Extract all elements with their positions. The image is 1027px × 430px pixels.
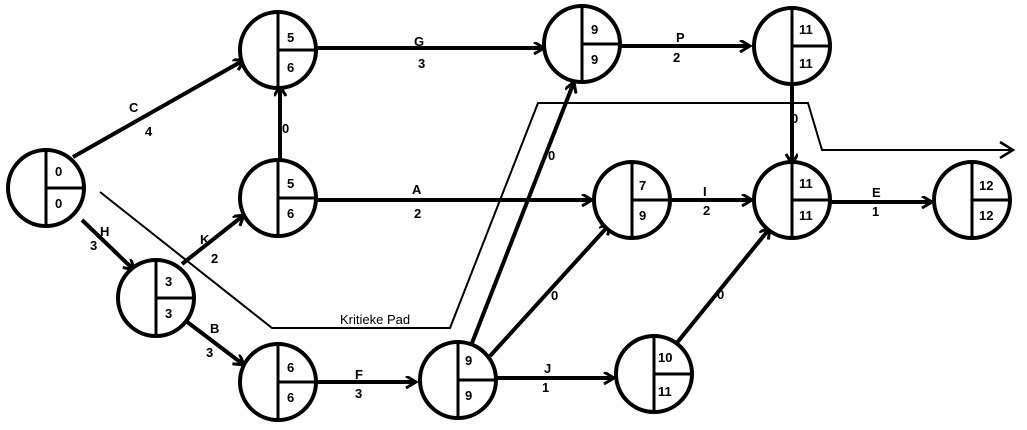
- node-latest-time: 0: [55, 196, 62, 211]
- node-latest-time: 3: [165, 306, 172, 321]
- activity-A-duration: 2: [414, 206, 421, 221]
- node-earliest-time: 3: [165, 274, 172, 289]
- activity-F-duration: 3: [355, 386, 362, 401]
- activity-P-name: P: [676, 30, 685, 45]
- node-latest-time: 11: [799, 208, 813, 223]
- activity-H-name: H: [100, 224, 109, 239]
- activity-I-duration: 2: [703, 203, 710, 218]
- dummy-label-n6-n7: 0: [548, 148, 555, 163]
- activity-E-name: E: [872, 185, 881, 200]
- activity-J-duration: 1: [542, 380, 549, 395]
- event-nodes: 0 0 5 6 5 6 3 3 6 6: [6, 4, 1012, 422]
- node-latest-time: 6: [287, 390, 294, 405]
- dummy-label-n9-n11: 0: [717, 287, 724, 302]
- dummy-arrow-n9-n11: [674, 228, 770, 346]
- dummy-label-n6-n8: 0: [551, 288, 558, 303]
- node-latest-time: 6: [287, 206, 294, 221]
- activity-C-name: C: [129, 100, 139, 115]
- activity-arrows: [72, 46, 932, 382]
- node-latest-time: 6: [287, 60, 294, 75]
- dummy-arrow-n6-n8: [488, 224, 610, 358]
- activity-H-arrow: [80, 218, 134, 270]
- activity-A-name: A: [412, 182, 422, 197]
- node-earliest-time: 12: [979, 178, 993, 193]
- dummy-label-n3-n2: 0: [282, 121, 289, 136]
- activity-C-duration: 4: [145, 124, 153, 139]
- node-latest-time: 11: [658, 384, 672, 399]
- activity-J-name: J: [544, 361, 551, 376]
- node-earliest-time: 0: [55, 164, 62, 179]
- event-node: 3 3: [116, 258, 196, 338]
- node-latest-time: 11: [799, 56, 813, 71]
- event-node: 7 9: [592, 160, 672, 240]
- activity-K-duration: 2: [211, 251, 218, 266]
- node-earliest-time: 7: [639, 178, 646, 193]
- event-node: 9 9: [418, 340, 498, 420]
- activity-B-arrow: [180, 316, 244, 365]
- node-earliest-time: 5: [287, 30, 294, 45]
- critical-path-outline: [99, 102, 1012, 329]
- activity-K-arrow: [180, 215, 244, 266]
- node-earliest-time: 11: [799, 22, 813, 37]
- event-node: 11 11: [752, 6, 832, 86]
- event-node: 11 11: [752, 160, 832, 240]
- node-earliest-time: 10: [658, 350, 672, 365]
- dummy-arrow-n6-n7: [470, 82, 574, 344]
- event-node: 5 6: [238, 10, 318, 90]
- event-node: 9 9: [542, 4, 622, 84]
- activity-I-name: I: [703, 184, 707, 199]
- event-node: 10 11: [614, 334, 694, 414]
- node-latest-time: 9: [465, 388, 472, 403]
- activity-G-name: G: [414, 34, 424, 49]
- activity-P-duration: 2: [673, 50, 680, 65]
- node-earliest-time: 11: [799, 176, 813, 191]
- activity-B-name: B: [210, 321, 219, 336]
- node-latest-time: 12: [979, 208, 993, 223]
- node-earliest-time: 6: [287, 360, 294, 375]
- node-earliest-time: 9: [465, 353, 472, 368]
- activity-F-name: F: [355, 367, 363, 382]
- activity-C-arrow: [72, 60, 244, 159]
- node-latest-time: 9: [639, 208, 646, 223]
- event-node: 12 12: [932, 160, 1012, 240]
- event-node: 6 6: [238, 342, 318, 422]
- critical-path-arrowhead: [999, 140, 1016, 160]
- activity-B-duration: 3: [206, 345, 213, 360]
- event-node: 5 6: [238, 158, 318, 238]
- critical-path-label: Kritieke Pad: [340, 312, 410, 327]
- node-earliest-time: 5: [287, 176, 294, 191]
- node-latest-time: 9: [591, 52, 598, 67]
- activity-G-duration: 3: [418, 56, 425, 71]
- dummy-label-n10-n11: 0: [791, 111, 798, 126]
- activity-H-duration: 3: [90, 238, 97, 253]
- node-earliest-time: 9: [591, 22, 598, 37]
- activity-E-duration: 1: [872, 204, 879, 219]
- event-node: 0 0: [6, 148, 86, 228]
- activity-labels: C 4 H 3 G 3 A 2 K 2 B 3 F 3 J 1 P 2 I 2 …: [90, 30, 881, 401]
- activity-K-name: K: [200, 232, 210, 247]
